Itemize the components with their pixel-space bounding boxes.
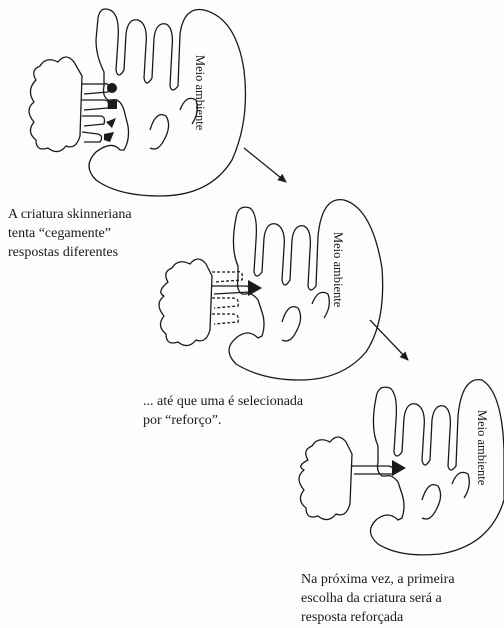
caption-1-line-2: tenta “cegamente” [8,224,132,243]
selected-response-2 [248,280,262,296]
caption-3-line-3: resposta reforçada [301,608,455,627]
caption-3-line-2: escolha da criatura será a [301,589,455,608]
caption-2: ... até que uma é selecionada por “refor… [143,392,303,430]
panel-2: Meio ambiente [159,200,383,380]
environment-label-2: Meio ambiente [331,232,345,308]
creature-3 [299,437,352,520]
environment-3-folds [422,472,469,519]
environment-label-1: Meio ambiente [193,55,207,131]
caption-3: Na próxima vez, a primeira escolha da cr… [301,570,455,627]
probes-1 [82,84,109,142]
caption-1-line-1: A criatura skinneriana [8,205,132,224]
arrow-1 [244,148,286,182]
panel-1: Meio ambiente [29,9,246,196]
selected-probe-3 [352,466,394,474]
caption-1: A criatura skinneriana tenta “cegamente”… [8,205,132,262]
arrow-2 [370,320,408,360]
panel-3: Meio ambiente [299,380,504,555]
creature-1 [29,57,82,152]
caption-2-line-2: por “reforço”. [143,411,303,430]
environment-2-folds [282,292,329,341]
selected-probe-2 [212,286,250,294]
environment-1-folds [150,98,197,149]
caption-1-line-3: respostas diferentes [8,243,132,262]
caption-3-line-1: Na próxima vez, a primeira [301,570,455,589]
environment-label-3: Meio ambiente [475,410,489,486]
caption-2-line-1: ... até que uma é selecionada [143,392,303,411]
selected-response-3 [392,460,406,476]
creature-2 [159,259,212,346]
